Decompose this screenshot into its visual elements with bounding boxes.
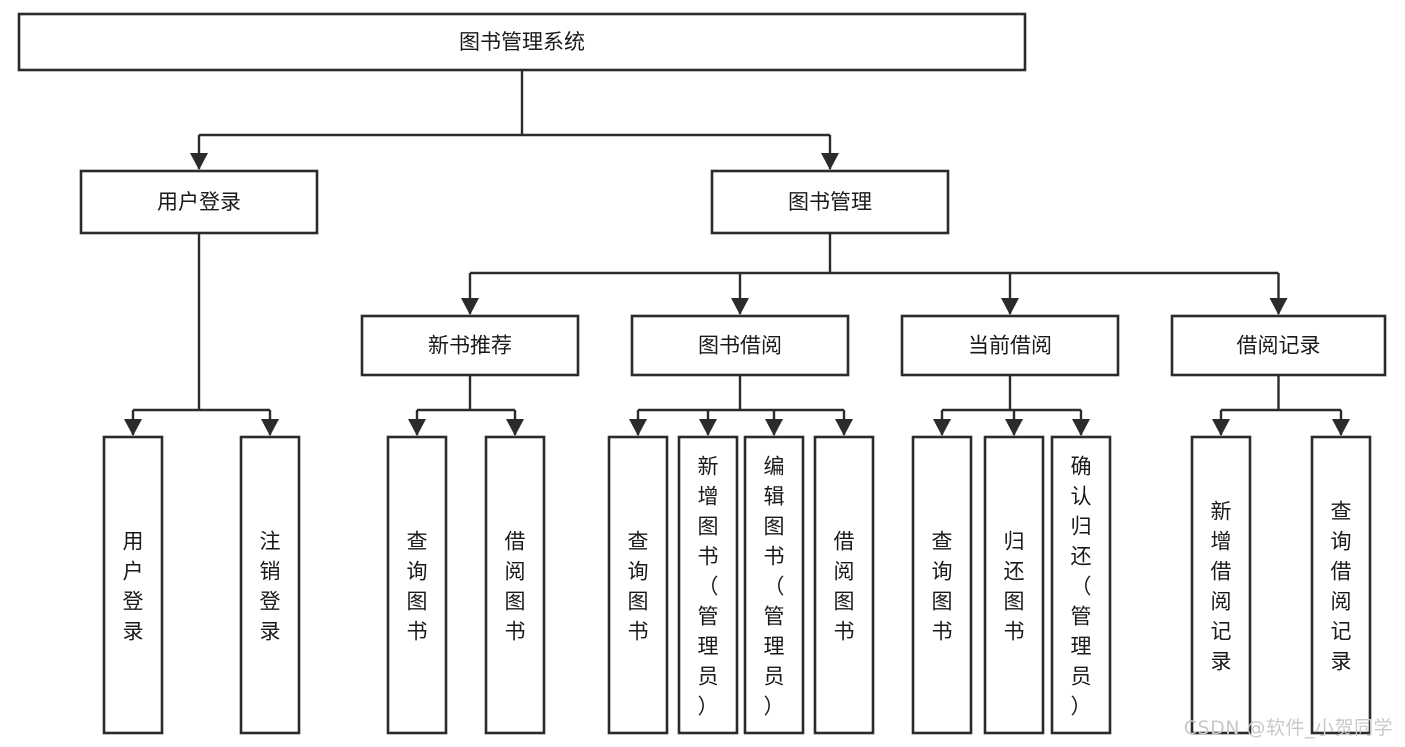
level3-node-3[interactable]: 当前借阅 — [900, 314, 1120, 377]
leaf-node-12-box[interactable] — [1190, 435, 1252, 735]
arrow-head-icon — [261, 419, 279, 436]
level3-node-1[interactable]: 新书推荐 — [360, 314, 580, 377]
leaf-node-6-box[interactable] — [677, 435, 739, 735]
leaf-node-2[interactable]: 注销登录 — [239, 435, 301, 735]
leaf-node-8-box[interactable] — [813, 435, 875, 735]
level3-node-1-label: 新书推荐 — [428, 334, 512, 358]
leaf-node-10-box[interactable] — [983, 435, 1045, 735]
level3-node-1-box[interactable] — [360, 314, 580, 377]
arrow-head-icon — [933, 419, 951, 436]
level2-node-2-box[interactable] — [710, 169, 950, 235]
leaf-node-3-box[interactable] — [386, 435, 448, 735]
level2-node-1-box[interactable] — [79, 169, 319, 235]
level2-node-2[interactable]: 图书管理 — [710, 169, 950, 235]
arrow-head-icon — [1001, 298, 1019, 315]
arrow-head-icon — [1269, 298, 1288, 315]
leaf-node-11-box[interactable] — [1050, 435, 1112, 735]
leaf-node-10-label: 归还图书 — [1004, 529, 1025, 643]
leaf-node-7-label: 编辑图书（管理员） — [764, 454, 785, 718]
leaf-node-4[interactable]: 借阅图书 — [484, 435, 546, 735]
arrow-head-icon — [1212, 419, 1230, 436]
leaf-node-8-label: 借阅图书 — [834, 529, 855, 643]
leaf-node-3-label: 查询图书 — [407, 529, 428, 643]
leaf-node-12-label: 新增借阅记录 — [1211, 499, 1232, 673]
arrow-head-icon — [1072, 419, 1090, 436]
leaf-node-5[interactable]: 查询图书 — [607, 435, 669, 735]
level3-node-4-box[interactable] — [1170, 314, 1387, 377]
csdn-watermark: CSDN @软件_小贺同学 — [1183, 717, 1393, 739]
level3-node-3-label: 当前借阅 — [968, 334, 1052, 358]
leaf-node-3[interactable]: 查询图书 — [386, 435, 448, 735]
leaf-node-11-label: 确认归还（管理员） — [1071, 454, 1092, 718]
arrow-head-icon — [1332, 419, 1350, 436]
level3-node-4-label: 借阅记录 — [1237, 334, 1321, 358]
arrow-head-icon — [124, 419, 142, 436]
level3-node-3-box[interactable] — [900, 314, 1120, 377]
level3-node-2-box[interactable] — [630, 314, 850, 377]
arrow-head-icon — [461, 298, 479, 315]
arrow-head-icon — [765, 419, 783, 436]
root-node-book-management-system[interactable]: 图书管理系统 — [17, 12, 1027, 72]
level2-node-1[interactable]: 用户登录 — [79, 169, 319, 235]
leaf-node-1[interactable]: 用户登录 — [102, 435, 164, 735]
leaf-node-13-label: 查询借阅记录 — [1331, 499, 1352, 673]
arrow-head-icon — [1005, 419, 1023, 436]
leaf-node-4-label: 借阅图书 — [505, 529, 526, 643]
leaf-node-6[interactable]: 新增图书（管理员） — [677, 435, 739, 735]
leaf-node-10[interactable]: 归还图书 — [983, 435, 1045, 735]
connectors-layer — [124, 70, 1350, 436]
root-node-book-management-system-label: 图书管理系统 — [459, 30, 585, 54]
leaf-node-4-box[interactable] — [484, 435, 546, 735]
level2-node-2-label: 图书管理 — [788, 190, 872, 214]
leaf-node-8[interactable]: 借阅图书 — [813, 435, 875, 735]
leaf-node-9-box[interactable] — [911, 435, 973, 735]
leaf-node-2-label: 注销登录 — [260, 529, 281, 643]
leaf-node-13-box[interactable] — [1310, 435, 1372, 735]
arrow-head-icon — [699, 419, 717, 436]
arrow-head-icon — [506, 419, 524, 436]
leaf-node-13[interactable]: 查询借阅记录 — [1310, 435, 1372, 735]
arrow-head-icon — [835, 419, 853, 436]
arrow-head-icon — [821, 153, 839, 170]
leaf-node-7[interactable]: 编辑图书（管理员） — [743, 435, 805, 735]
leaf-node-9[interactable]: 查询图书 — [911, 435, 973, 735]
leaf-node-1-label: 用户登录 — [123, 529, 144, 643]
leaf-node-1-box[interactable] — [102, 435, 164, 735]
leaf-node-5-box[interactable] — [607, 435, 669, 735]
level2-node-1-label: 用户登录 — [157, 190, 241, 214]
arrow-head-icon — [408, 419, 426, 436]
leaf-node-12[interactable]: 新增借阅记录 — [1190, 435, 1252, 735]
arrow-head-icon — [190, 153, 208, 170]
leaf-node-5-label: 查询图书 — [628, 529, 649, 643]
level3-node-2[interactable]: 图书借阅 — [630, 314, 850, 377]
leaf-node-7-box[interactable] — [743, 435, 805, 735]
leaf-node-2-box[interactable] — [239, 435, 301, 735]
leaf-node-9-label: 查询图书 — [932, 529, 953, 643]
level3-node-4[interactable]: 借阅记录 — [1170, 314, 1387, 377]
leaf-node-6-label: 新增图书（管理员） — [698, 454, 719, 718]
level3-node-2-label: 图书借阅 — [698, 334, 782, 358]
root-node-book-management-system-box[interactable] — [17, 12, 1027, 72]
leaf-node-11[interactable]: 确认归还（管理员） — [1050, 435, 1112, 735]
arrow-head-icon — [731, 298, 749, 315]
arrow-head-icon — [629, 419, 647, 436]
nodes-layer: 图书管理系统用户登录图书管理新书推荐图书借阅当前借阅借阅记录用户登录注销登录查询… — [17, 12, 1387, 735]
